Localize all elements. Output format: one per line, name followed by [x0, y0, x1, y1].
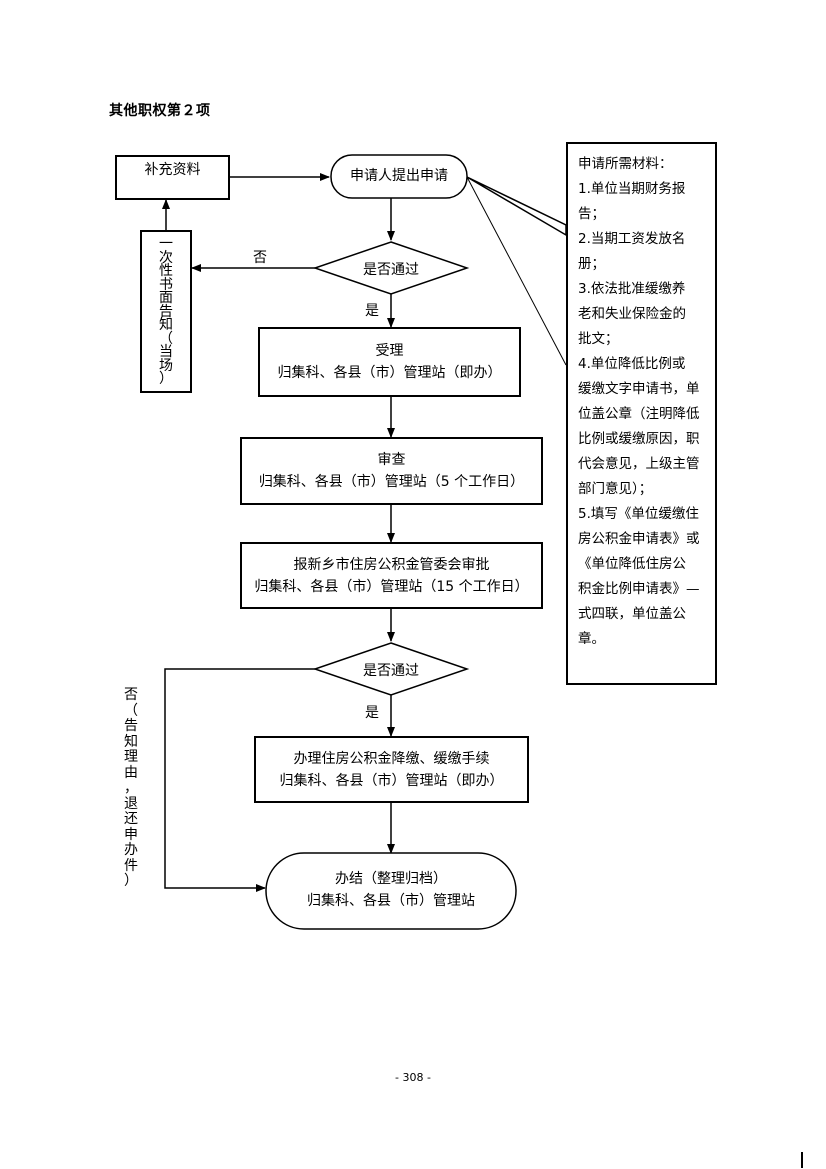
page-number: - 308 -: [395, 1071, 431, 1084]
materials-line: 部门意见）；: [578, 481, 653, 497]
handle-node-detail: 归集科、各县（市）管理站（即办）: [279, 772, 504, 789]
materials-box: 申请所需材料： 1.单位当期财务报告； 2.当期工资发放名册； 3.依法批准缓缴养老和…: [566, 142, 717, 685]
materials-line: 缓缴文字申请书，单: [578, 381, 700, 397]
materials-line: 批文；: [578, 331, 619, 347]
materials-line: 代会意见，上级主管: [578, 456, 700, 472]
materials-line: 式四联，单位盖公: [578, 606, 686, 622]
decision2-no-char: 申: [124, 826, 138, 843]
decision2-no-char: 知: [124, 733, 138, 750]
materials-line: 4.单位降低比例或: [578, 356, 686, 372]
notice-char: 一: [159, 236, 173, 252]
notice-node: 一次性书面告知（当场）: [140, 230, 192, 393]
arrow-decision2-no: [164, 668, 315, 892]
apply-shape: [330, 154, 468, 199]
materials-line: 2.当期工资发放名: [578, 231, 686, 247]
finish-shape: [265, 852, 517, 930]
corner-mark: [801, 1152, 803, 1168]
decision2-label: 是否通过: [363, 663, 419, 679]
materials-line: 1.单位当期财务报: [578, 181, 686, 197]
notice-char: 面: [159, 290, 173, 306]
materials-line: 告；: [578, 206, 605, 222]
materials-line: 申请所需材料：: [578, 156, 673, 172]
review-node: 审查 归集科、各县（市）管理站（5 个工作日）: [240, 437, 543, 505]
notice-char: 知: [159, 317, 173, 333]
materials-line: 积金比例申请表》—: [578, 581, 700, 597]
committee-node-title: 报新乡市住房公积金管委会审批: [293, 556, 490, 573]
materials-line: 位盖公章（注明降低: [578, 406, 700, 422]
decision2-no-char: ，: [124, 780, 138, 796]
decision2-no-char: 理: [124, 749, 138, 765]
notice-char: （: [159, 330, 173, 347]
accept-node: 受理 归集科、各县（市）管理站（即办）: [258, 327, 521, 397]
notice-char: 当: [159, 344, 173, 360]
notice-char: 场: [159, 357, 173, 374]
materials-line: 比例或缓缴原因，职: [578, 431, 700, 447]
finish-node-title: 办结（整理归档）: [335, 871, 447, 887]
handle-node: 办理住房公积金降缴、缓缴手续 归集科、各县（市）管理站（即办）: [254, 736, 529, 803]
decision2-no-char: 办: [124, 842, 138, 858]
supplement-node: 补充资料: [115, 155, 230, 200]
committee-node-detail: 归集科、各县（市）管理站（15 个工作日）: [254, 578, 529, 595]
decision2-no-label: 否（告知理由，退还申办件）: [122, 687, 140, 890]
materials-callout-line: [466, 176, 567, 366]
accept-node-detail: 归集科、各县（市）管理站（即办）: [277, 365, 502, 381]
apply-node-label: 申请人提出申请: [350, 168, 448, 184]
decision2-no-char: 件: [124, 857, 138, 874]
decision1-no-label: 否: [253, 250, 267, 266]
notice-char: 告: [159, 303, 173, 320]
decision2-yes-label: 是: [365, 705, 379, 721]
page-title: 其他职权第２项: [109, 103, 211, 119]
decision1-yes-label: 是: [365, 303, 379, 319]
decision2-no-char: 还: [124, 811, 138, 827]
materials-line: 房公积金申请表》或: [578, 531, 700, 547]
supplement-node-label: 补充资料: [144, 162, 201, 178]
materials-line: 5.填写《单位缓缴住: [578, 506, 699, 522]
decision2-no-char: 否: [124, 687, 138, 703]
review-node-title: 审查: [377, 452, 406, 468]
notice-char: ）: [159, 371, 173, 387]
handle-node-title: 办理住房公积金降缴、缓缴手续: [293, 750, 490, 767]
decision2-no-char: 由: [124, 764, 138, 781]
notice-char: 次: [159, 249, 173, 266]
materials-line: 册；: [578, 256, 605, 272]
finish-node-detail: 归集科、各县（市）管理站: [307, 893, 475, 909]
notice-char: 性: [159, 263, 173, 279]
notice-node-label: 一次性书面告知（当场）: [159, 236, 173, 387]
committee-node: 报新乡市住房公积金管委会审批 归集科、各县（市）管理站（15 个工作日）: [240, 542, 543, 609]
materials-line: 3.依法批准缓缴养: [578, 281, 686, 297]
decision2-no-char: 退: [124, 795, 138, 812]
decision2-no-char: 告: [124, 718, 138, 734]
decision1-label: 是否通过: [363, 262, 419, 278]
materials-line: 《单位降低住房公: [578, 556, 686, 572]
notice-char: 书: [159, 276, 173, 293]
materials-line: 老和失业保险金的: [578, 306, 686, 322]
decision2-no-char: （: [124, 702, 138, 719]
decision2-no-char: ）: [124, 873, 138, 889]
accept-node-title: 受理: [375, 343, 404, 359]
review-node-detail: 归集科、各县（市）管理站（5 个工作日）: [258, 474, 525, 490]
materials-line: 章。: [578, 631, 605, 647]
